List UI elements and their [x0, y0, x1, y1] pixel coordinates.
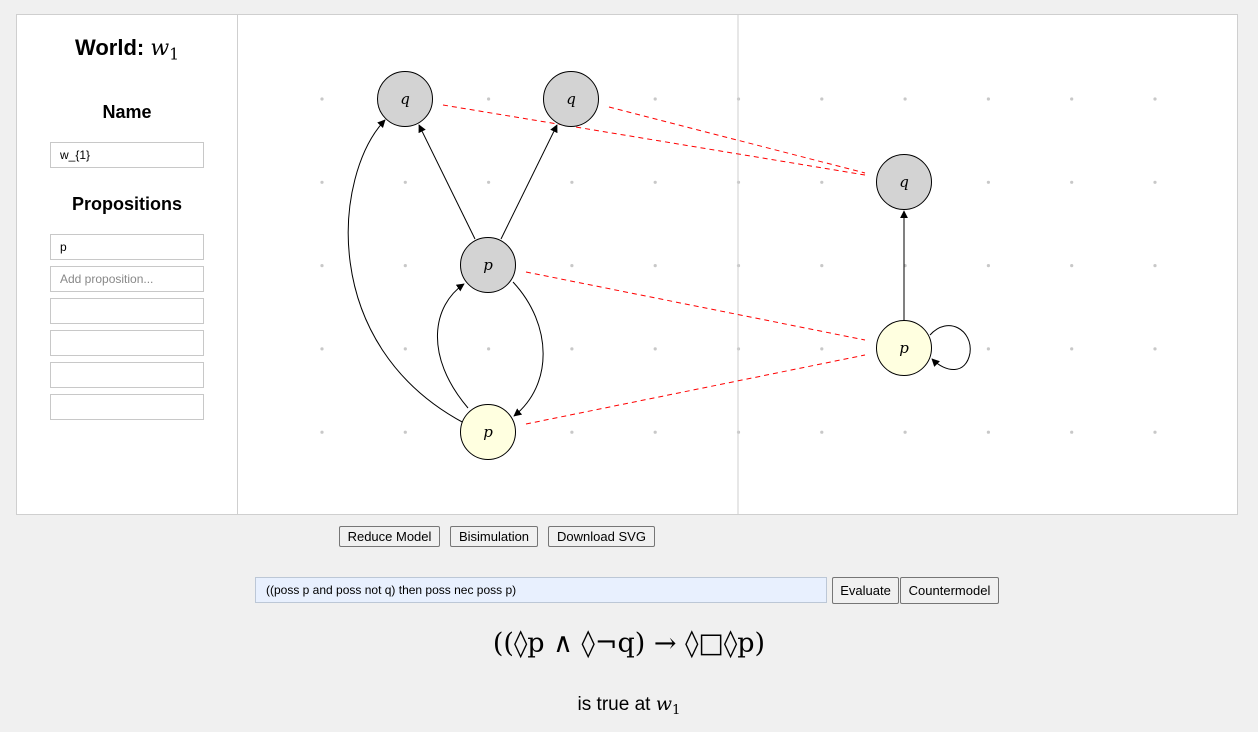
grid-dot: [1070, 264, 1074, 268]
evaluate-button[interactable]: Evaluate: [832, 577, 899, 604]
grid-dot: [1153, 430, 1157, 434]
grid-dot: [820, 430, 824, 434]
edge-f-loop: [929, 325, 971, 370]
propositions-heading: Propositions: [71, 194, 182, 214]
left-model-edges: [347, 119, 558, 424]
grid-dot: [403, 347, 407, 351]
grid-dot: [570, 347, 574, 351]
grid-dot: [570, 264, 574, 268]
grid-dot: [903, 97, 907, 101]
name-heading: Name: [102, 102, 152, 122]
grid-dot: [487, 180, 491, 184]
node-f-label: p: [899, 339, 909, 357]
bisimulation-button[interactable]: Bisimulation: [450, 526, 538, 547]
grid-dot: [570, 430, 574, 434]
bisim-link-p1: [525, 271, 866, 341]
proposition-input-3[interactable]: [50, 298, 204, 324]
grid-dot: [403, 264, 407, 268]
grid-dot: [820, 264, 824, 268]
grid-dot: [1070, 180, 1074, 184]
node-d[interactable]: p: [460, 404, 516, 460]
right-model-edges: [900, 210, 971, 370]
grid-dot: [320, 97, 324, 101]
formula-input[interactable]: [255, 577, 827, 603]
grid-dot: [320, 347, 324, 351]
node-b-label: q: [566, 90, 576, 108]
bisimulation-links: [442, 104, 866, 425]
proposition-input-5[interactable]: [50, 362, 204, 388]
grid-dot: [1070, 347, 1074, 351]
grid-dot: [570, 180, 574, 184]
grid-dot: [653, 97, 657, 101]
grid-dot: [1153, 264, 1157, 268]
result-prefix: is true at: [577, 694, 651, 715]
node-c[interactable]: p: [460, 237, 516, 293]
kripke-model-canvas[interactable]: q q p p q p: [238, 15, 1237, 514]
grid-dot: [487, 347, 491, 351]
evaluation-result: is true at w1: [0, 693, 1258, 718]
node-d-label: p: [483, 423, 493, 441]
grid-dot: [653, 264, 657, 268]
proposition-input-6[interactable]: [50, 394, 204, 420]
grid-dot: [986, 347, 991, 351]
grid-dot: [1153, 347, 1157, 351]
grid-dot: [320, 264, 324, 268]
world-name-input[interactable]: [50, 142, 204, 168]
node-a[interactable]: q: [377, 71, 433, 127]
node-c-label: p: [483, 256, 493, 274]
bisim-link-q2: [608, 106, 866, 174]
world-title-var: w1: [150, 36, 179, 64]
grid-dot: [986, 97, 991, 101]
reduce-model-button[interactable]: Reduce Model: [339, 526, 440, 547]
world-sidebar: World: w1 Name Propositions: [17, 15, 238, 514]
edge-c-b: [500, 124, 558, 240]
node-a-label: q: [400, 90, 410, 108]
grid-dot: [986, 430, 991, 434]
edge-d-a: [347, 119, 465, 424]
grid-dot: [320, 430, 324, 434]
grid-dot: [1070, 430, 1074, 434]
add-proposition-input[interactable]: [50, 266, 204, 292]
grid-dot: [403, 180, 407, 184]
result-world: w1: [655, 693, 681, 718]
grid-dot: [1070, 97, 1074, 101]
grid-dot: [653, 430, 657, 434]
grid-dot: [820, 97, 824, 101]
grid-dot: [487, 97, 491, 101]
world-title-label: World:: [74, 35, 145, 60]
grid-dot: [403, 430, 407, 434]
grid-dot: [820, 347, 824, 351]
bisim-link-q1: [442, 104, 866, 176]
node-e[interactable]: q: [876, 154, 932, 210]
edge-c-d: [512, 281, 544, 417]
grid-dot: [653, 180, 657, 184]
download-svg-button[interactable]: Download SVG: [548, 526, 655, 547]
edge-c-a: [418, 124, 476, 240]
bisim-link-p2: [525, 354, 866, 425]
grid-dot: [986, 180, 991, 184]
model-editor-frame: World: w1 Name Propositions: [16, 14, 1238, 515]
proposition-input-1[interactable]: [50, 234, 204, 260]
countermodel-button[interactable]: Countermodel: [900, 577, 999, 604]
grid-dot: [653, 347, 657, 351]
grid-dot: [820, 180, 824, 184]
proposition-input-4[interactable]: [50, 330, 204, 356]
world-title: World: w1: [17, 35, 237, 64]
edge-d-c: [436, 283, 469, 409]
grid-dot: [320, 180, 324, 184]
node-f[interactable]: p: [876, 320, 932, 376]
grid-dot: [1153, 97, 1157, 101]
grid-dot: [903, 430, 907, 434]
node-b[interactable]: q: [543, 71, 599, 127]
grid-dot: [986, 264, 991, 268]
rendered-formula: ((◊p ∧ ◊¬q) → ◊□◊p): [492, 628, 766, 659]
grid-dot: [1153, 180, 1157, 184]
node-e-label: q: [899, 173, 909, 191]
